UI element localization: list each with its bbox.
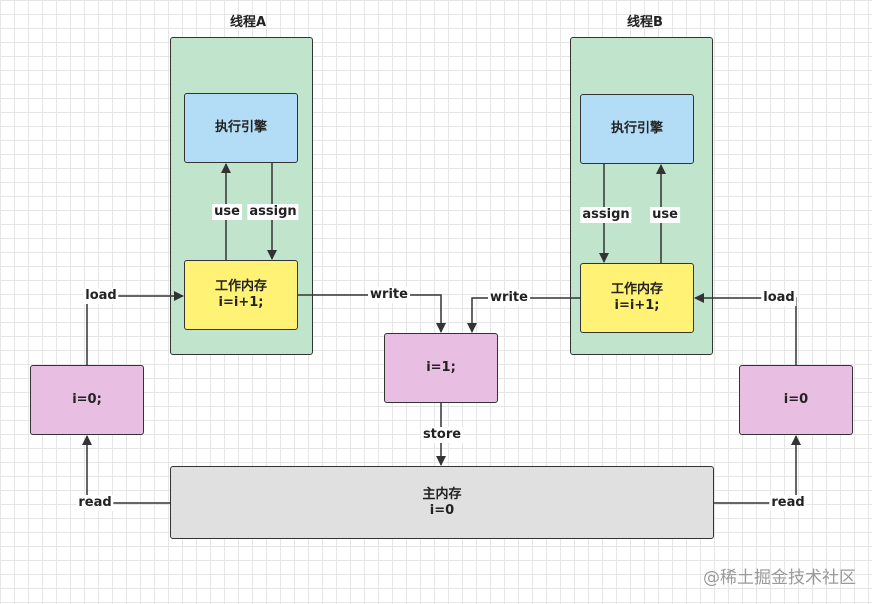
right-load-label: load [761, 290, 797, 306]
thread-b-engine-label: 执行引擎 [610, 121, 663, 136]
right-load-arrow [694, 293, 797, 365]
thread-b-work-title: 工作内存 [610, 282, 663, 297]
a-assign-label: assign [247, 204, 299, 220]
right-variable-value: i=0 [783, 392, 809, 407]
thread-a-working-memory: 工作内存 i=i+1; [184, 260, 298, 330]
left-variable-value: i=0; [72, 392, 102, 407]
a-write-arrow [298, 294, 446, 333]
thread-b-work-value: i=i+1; [614, 298, 660, 313]
b-write-arrow [467, 297, 580, 333]
left-load-label: load [83, 288, 119, 304]
a-write-label: write [368, 287, 410, 303]
store-label: store [420, 427, 464, 443]
main-memory-box: 主内存 i=0 [170, 466, 714, 539]
right-read-arrow [714, 435, 801, 504]
left-read-label: read [76, 495, 114, 511]
b-use-label: use [650, 207, 680, 223]
main-memory-title: 主内存 [422, 486, 462, 502]
watermark: @稀土掘金技术社区 [703, 568, 856, 588]
main-memory-value: i=0 [429, 502, 455, 518]
right-read-label: read [769, 495, 807, 511]
thread-a-engine-label: 执行引擎 [214, 120, 267, 135]
a-use-label: use [212, 204, 242, 220]
thread-b-execution-engine: 执行引擎 [580, 94, 694, 164]
thread-a-work-value: i=i+1; [218, 295, 264, 310]
thread-a-work-title: 工作内存 [214, 279, 267, 294]
thread-a-title: 线程A [229, 15, 267, 30]
b-write-label: write [488, 290, 530, 306]
left-read-arrow [82, 435, 170, 504]
center-variable-box: i=1; [384, 333, 498, 403]
thread-b-title: 线程B [627, 15, 663, 30]
thread-a-execution-engine: 执行引擎 [184, 93, 298, 163]
left-load-arrow [86, 291, 184, 365]
right-variable-box: i=0 [739, 365, 853, 435]
b-assign-label: assign [580, 207, 632, 223]
left-variable-box: i=0; [30, 365, 144, 435]
center-variable-value: i=1; [426, 360, 456, 375]
thread-b-working-memory: 工作内存 i=i+1; [580, 263, 694, 333]
